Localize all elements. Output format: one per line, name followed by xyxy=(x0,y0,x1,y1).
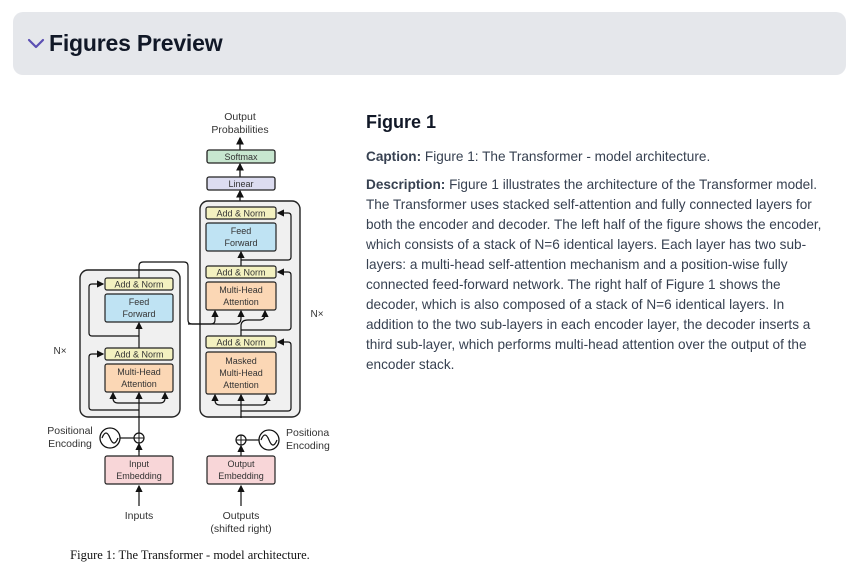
feed-label: Feed xyxy=(129,297,150,307)
caption-label: Caption: xyxy=(366,149,422,164)
multi-head-label: Multi-Head xyxy=(117,367,161,377)
linear-label: Linear xyxy=(228,179,253,189)
description-label: Description: xyxy=(366,177,446,192)
caption-text: Figure 1: The Transformer - model archit… xyxy=(424,149,711,164)
input-embedding-box xyxy=(104,455,174,485)
shifted-right-label: (shifted right) xyxy=(210,523,271,535)
section-title: Figures Preview xyxy=(49,30,223,56)
input-embedding-label: Input xyxy=(129,459,150,469)
figures-preview-header[interactable]: Figures Preview xyxy=(13,12,846,75)
outputs-label: Outputs xyxy=(223,510,260,522)
output-embedding-label: Output xyxy=(227,459,255,469)
feed-label: Feed xyxy=(231,226,252,236)
description-paragraph: Description: Figure 1 illustrates the ar… xyxy=(366,175,826,375)
decoder-positional-encoding-label-2: Encoding xyxy=(286,440,330,452)
add-norm-label: Add & Norm xyxy=(216,209,265,219)
encoder-positional-encoding-label: Positional xyxy=(47,425,93,437)
decoder-nx-label: N× xyxy=(310,309,323,320)
attention-label: Attention xyxy=(223,297,259,307)
forward-label: Forward xyxy=(122,309,155,319)
encoder-positional-encoding-label-2: Encoding xyxy=(48,438,92,450)
add-norm-label: Add & Norm xyxy=(216,338,265,348)
add-norm-label: Add & Norm xyxy=(114,350,163,360)
figure-image-caption: Figure 1: The Transformer - model archit… xyxy=(70,548,310,562)
add-norm-label: Add & Norm xyxy=(114,280,163,290)
output-probabilities-label: Output xyxy=(224,111,256,123)
figure-info-panel: Figure 1 Caption: Figure 1: The Transfor… xyxy=(366,108,826,383)
multi-head-label: Multi-Head xyxy=(219,368,263,378)
attention-label: Attention xyxy=(121,379,157,389)
decoder-add-norm-3 xyxy=(205,206,277,220)
add-norm-label: Add & Norm xyxy=(216,268,265,278)
forward-label: Forward xyxy=(224,238,257,248)
output-embedding-box xyxy=(206,455,276,485)
embedding-label: Embedding xyxy=(218,471,264,481)
description-text: Figure 1 illustrates the architecture of… xyxy=(366,177,822,372)
transformer-diagram: Output Probabilities Softmax Linear N× A… xyxy=(47,111,330,535)
inputs-label: Inputs xyxy=(125,510,154,522)
encoder-add-norm-1 xyxy=(104,347,174,361)
encoder-nx-label: N× xyxy=(53,346,66,357)
masked-label: Masked xyxy=(225,356,257,366)
decoder-positional-encoding-label: Positiona xyxy=(286,427,329,439)
decoder-add-norm-2 xyxy=(205,265,277,279)
multi-head-label: Multi-Head xyxy=(219,285,263,295)
attention-label: Attention xyxy=(223,380,259,390)
embedding-label: Embedding xyxy=(116,471,162,481)
chevron-down-icon[interactable] xyxy=(27,35,45,53)
softmax-label: Softmax xyxy=(224,152,258,162)
decoder-add-norm-1 xyxy=(205,335,277,349)
figure-image: Output Probabilities Softmax Linear N× A… xyxy=(30,100,350,575)
figure-title: Figure 1 xyxy=(366,112,437,132)
output-probabilities-label-2: Probabilities xyxy=(211,124,268,136)
caption-paragraph: Caption: Figure 1: The Transformer - mod… xyxy=(366,147,826,167)
